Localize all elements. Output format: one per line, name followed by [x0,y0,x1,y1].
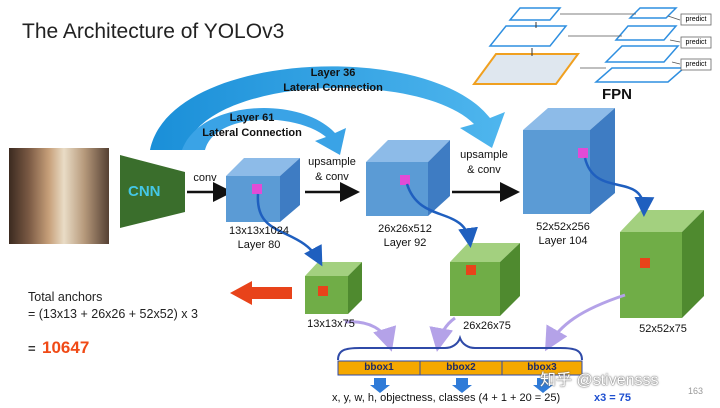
output-26-cube [450,243,520,316]
output-13-cube [305,262,362,314]
block-13-layer: Layer 80 [237,239,281,251]
upsample-conv-label-1: upsample & conv [302,155,362,185]
output-26-label: 26x26x75 [463,320,511,332]
feature-map-52-cube [523,108,615,214]
bbox-bar [337,360,583,376]
upsample-conv-label-2: upsample & conv [452,148,516,178]
bbox2-label: bbox2 [446,362,476,373]
layer36-title: Layer 36 [310,67,356,79]
block-52-layer: Layer 104 [538,235,588,247]
predict-arrow-52 [583,157,655,217]
block-13-size: 13x13x1024 [229,225,289,237]
layer36-connection-label: Layer 36 Lateral Connection [278,66,388,96]
bbox3-label: bbox3 [527,362,557,373]
total-anchors-arrow [230,281,292,305]
input-photo [9,148,109,244]
upsample-label-1: upsample [308,156,356,168]
fpn-predict-label-2: predict [685,39,707,46]
watermark: 知乎 @stivensss [540,372,659,389]
bbox-down-arrow-1 [370,378,390,393]
output-to-bbox-arrow-1 [344,320,397,352]
output-52-label: 52x52x75 [639,323,687,335]
bbox-down-arrow-3 [533,378,553,393]
output-to-bbox-arrow-3 [545,293,626,352]
layer36-subtitle: Lateral Connection [283,82,383,94]
block-26-layer: Layer 92 [383,237,427,249]
fpn-label: FPN [602,86,632,103]
page-number: 163 [688,386,704,396]
predict-arrow-13 [256,193,323,267]
predict-arrow-26 [405,183,478,248]
bbox-brace [337,334,583,361]
block-26-size: 26x26x512 [378,223,432,235]
upsample-label-2: upsample [460,149,508,161]
block-26-label: 26x26x512 Layer 92 [360,222,450,250]
total-anchors-equals: = [28,341,36,356]
cnn-block [120,155,185,228]
conv-label-2: & conv [467,164,501,176]
lateral-connection-arrow-61 [182,107,346,155]
total-anchors-formula: = (13x13 + 26x26 + 52x52) x 3 [28,307,198,321]
layer61-title: Layer 61 [229,112,275,124]
bbox-down-arrow-2 [452,378,472,393]
bbox1-label: bbox1 [364,362,394,373]
total-anchors-title: Total anchors [28,290,103,304]
bbox-multiplier: x3 = 75 [594,392,632,404]
output-to-bbox-arrow-2 [429,316,456,352]
fpn-predict-label-1: predict [685,16,707,23]
total-anchors-result: 10647 [42,338,90,357]
layer61-connection-label: Layer 61 Lateral Connection [198,111,306,141]
layer61-subtitle: Lateral Connection [202,127,302,139]
block-52-label: 52x52x256 Layer 104 [518,220,608,248]
bbox-formula: x, y, w, h, objectness, classes (4 + 1 +… [332,392,561,404]
conv-label-1: & conv [315,171,349,183]
conv-label: conv [193,172,217,184]
block-13-label: 13x13x1024 Layer 80 [214,224,304,252]
output-13-label: 13x13x75 [307,318,355,330]
page-title: The Architecture of YOLOv3 [22,20,285,43]
feature-map-26-cube [366,140,450,216]
fpn-predict-label-3: predict [685,61,707,68]
output-52-cube [620,210,704,318]
lateral-connection-arrow-36 [150,66,505,150]
feature-map-13-cube [226,158,300,222]
fpn-diagram [472,7,712,85]
cnn-label: CNN [128,183,161,200]
block-52-size: 52x52x256 [536,221,590,233]
